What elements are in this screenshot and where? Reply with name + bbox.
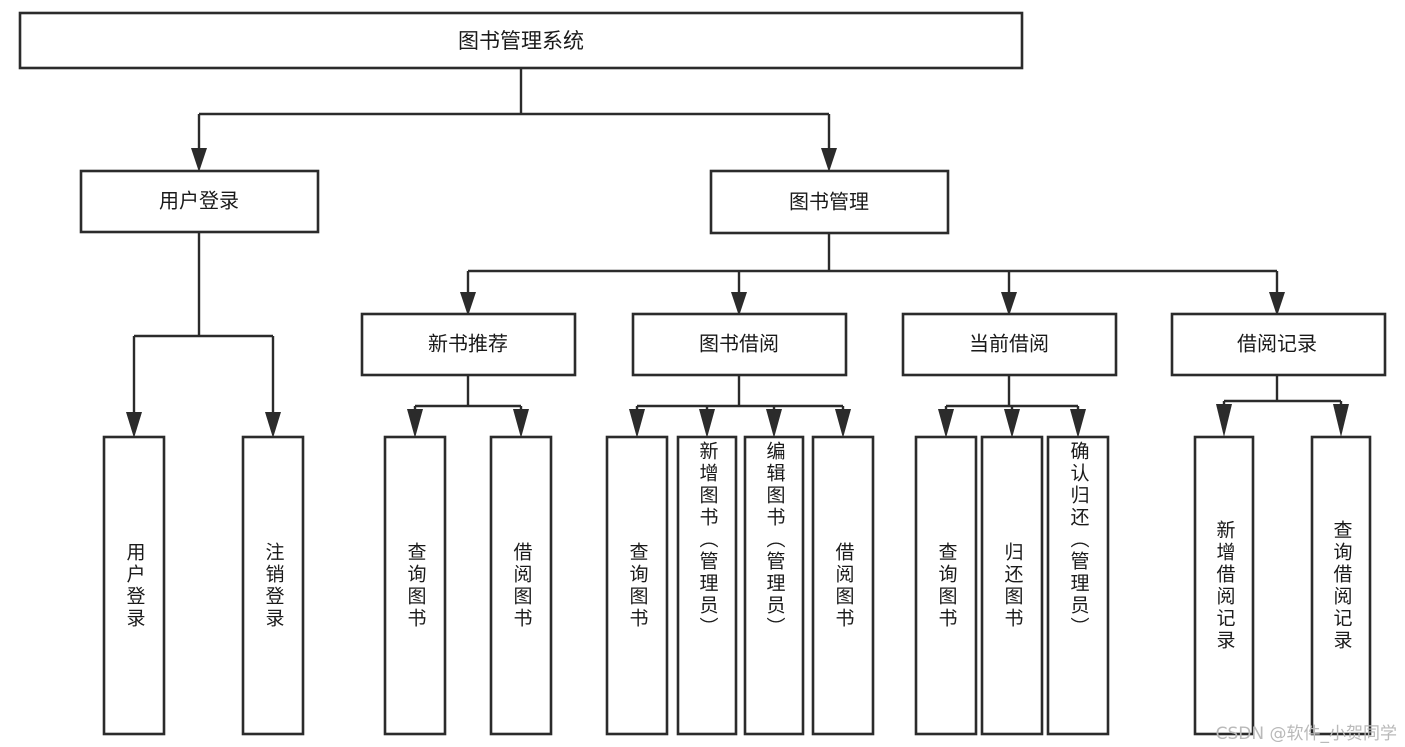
arrow-to-leaf-user-login-2 [265, 412, 281, 438]
arrow-to-book-borrow [731, 292, 747, 316]
node-current-borrow-label: 当前借阅 [969, 332, 1049, 356]
node-leaf-box-current-borrow-3[interactable] [1046, 435, 1110, 736]
arrow-to-book-mgmt [821, 148, 837, 172]
arrow-to-leaf-book-borrow-3 [766, 409, 782, 438]
node-leaf-box-borrow-record-1[interactable] [1193, 435, 1255, 736]
node-leaf-box-book-borrow-2[interactable] [676, 435, 738, 736]
connector-group-level3 [413, 375, 1343, 418]
arrow-to-user-login [191, 148, 207, 172]
node-user-login-label: 用户登录 [159, 189, 239, 213]
node-leaf-box-book-borrow-1[interactable] [605, 435, 669, 736]
node-leaf-box-new-book-1[interactable] [383, 435, 447, 736]
arrow-to-leaf-new-book-2 [513, 409, 529, 438]
arrow-to-leaf-book-borrow-2 [699, 409, 715, 438]
node-book-borrow-label: 图书借阅 [699, 332, 779, 356]
node-current-borrow-box[interactable] [901, 312, 1118, 377]
arrow-to-leaf-user-login-1 [126, 412, 142, 438]
node-root-label: 图书管理系统 [458, 29, 584, 53]
arrow-to-borrow-record [1269, 292, 1285, 316]
node-book-borrow-box[interactable] [631, 312, 848, 377]
connector-group-level2 [132, 232, 1279, 418]
arrow-head-group [126, 148, 1349, 438]
node-user-login-box[interactable] [79, 169, 320, 234]
arrow-to-leaf-book-borrow-4 [835, 409, 851, 438]
node-borrow-record-label: 借阅记录 [1237, 332, 1317, 356]
node-leaf-box-current-borrow-2[interactable] [980, 435, 1044, 736]
arrow-to-leaf-current-borrow-2 [1004, 409, 1020, 438]
node-leaf-box-borrow-record-2[interactable] [1310, 435, 1372, 736]
node-leaf-box-user-login-1[interactable] [102, 435, 166, 736]
node-root-box[interactable] [18, 11, 1024, 70]
arrow-to-leaf-current-borrow-1 [938, 409, 954, 438]
connector-group-root [197, 68, 831, 152]
arrow-to-leaf-borrow-record-2 [1333, 404, 1349, 437]
node-new-book-label: 新书推荐 [428, 332, 508, 356]
arrow-to-leaf-current-borrow-3 [1070, 409, 1086, 438]
node-box-group [18, 11, 1387, 736]
node-book-mgmt-box[interactable] [709, 169, 950, 235]
arrow-to-leaf-new-book-1 [407, 409, 423, 438]
node-leaf-box-new-book-2[interactable] [489, 435, 553, 736]
arrow-to-new-book [460, 292, 476, 316]
node-leaf-box-book-borrow-3[interactable] [743, 435, 805, 736]
node-label-group: 图书管理系统 用户登录 图书管理 新书推荐 图书借阅 当前借阅 借阅记录 [159, 29, 1317, 356]
node-leaf-box-current-borrow-1[interactable] [914, 435, 978, 736]
arrow-to-leaf-borrow-record-1 [1216, 404, 1232, 437]
node-book-mgmt-label: 图书管理 [789, 190, 869, 214]
arrow-to-leaf-book-borrow-1 [629, 409, 645, 438]
node-new-book-box[interactable] [360, 312, 577, 377]
node-borrow-record-box[interactable] [1170, 312, 1387, 377]
arrow-to-current-borrow [1001, 292, 1017, 316]
node-leaf-box-book-borrow-4[interactable] [811, 435, 875, 736]
node-leaf-box-user-login-2[interactable] [241, 435, 305, 736]
